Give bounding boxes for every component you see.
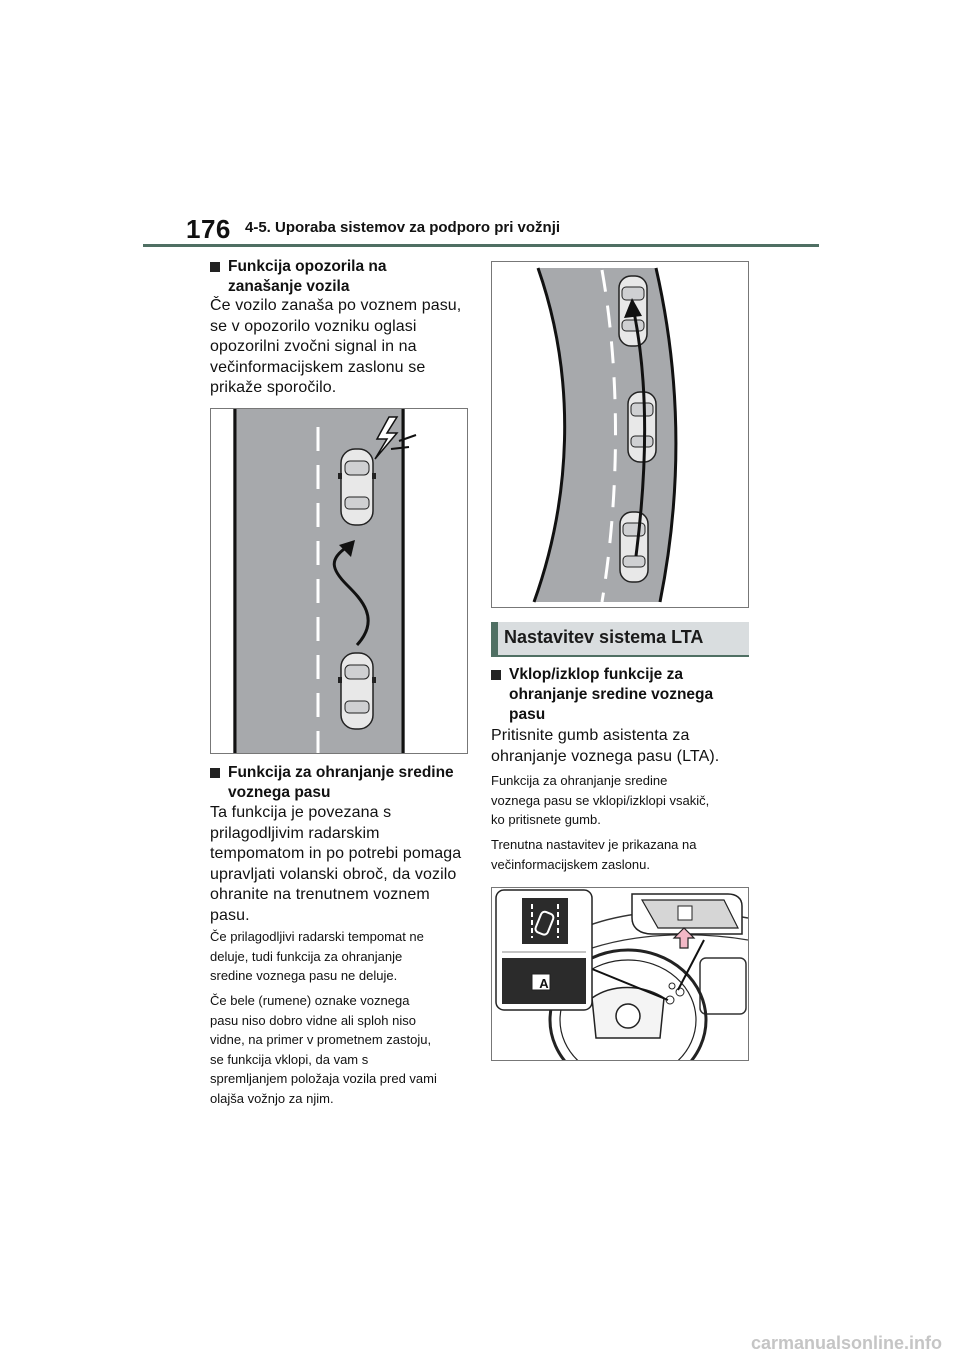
note-lane-markings: Če bele (rumene) oznake voznega pasu nis… [210, 991, 472, 1108]
lta-section-underline [491, 655, 749, 657]
text-line: Če bele (rumene) oznake voznega [210, 993, 410, 1008]
toggle-note-2: Trenutna nastavitev je prikazana na veči… [491, 835, 753, 874]
text-line: tempomatom in po potrebi pomaga [210, 845, 462, 862]
text-line: Pritisnite gumb asistenta za [491, 727, 690, 744]
header-rule [143, 244, 819, 247]
text-line: olajša vožnjo za njim. [210, 1090, 334, 1106]
callout-label-a: A [539, 976, 549, 991]
text-line: se funkcija vklopi, da vam s [210, 1051, 369, 1067]
lta-section-bar [491, 622, 498, 656]
lane-departure-figure [210, 408, 468, 754]
text-line: pasu. [210, 906, 250, 924]
note-acc: Če prilagodljivi radarski tempomat ne de… [210, 927, 472, 986]
text-line: voznega pasu se vklopi/izklopi vsakič, [491, 792, 710, 808]
text-line: spremljanjem položaja vozila pred vami [210, 1071, 437, 1086]
text-line: ko pritisnete gumb. [491, 812, 601, 827]
heading-square-icon [210, 262, 220, 272]
centering-heading-line2: voznega pasu [228, 784, 331, 801]
lta-section-background [491, 622, 749, 656]
text-line: sredine voznega pasu ne deluje. [210, 968, 398, 983]
warning-heading-line2: zanašanje vozila [228, 278, 350, 295]
toggle-note-1: Funkcija za ohranjanje sredine voznega p… [491, 771, 753, 830]
text-line: večinformacijskem zaslonu se [210, 358, 426, 376]
text-line: Ta funkcija je povezana s [210, 804, 392, 821]
toggle-heading: Vklop/izklop funkcije za ohranjanje sred… [491, 665, 753, 725]
text-line: deluje, tudi funkcija za ohranjanje [210, 948, 403, 964]
warning-heading: Funkcija opozorila na zanašanje vozila [210, 257, 470, 297]
toggle-body: Pritisnite gumb asistenta za ohranjanje … [491, 726, 753, 767]
text-line: upravljati volanski obroč, da vozilo [210, 865, 457, 883]
section-title: 4-5. Uporaba sistemov za podporo pri vož… [245, 219, 561, 236]
text-line: Če prilagodljivi radarski tempomat ne [210, 929, 424, 944]
text-line: vidne, na primer v prometnem zastoju, [210, 1032, 432, 1047]
text-line: večinformacijskem zaslonu. [491, 856, 650, 872]
text-line: pasu niso dobro vidne ali sploh niso [210, 1012, 416, 1028]
centering-body: Ta funkcija je povezana s prilagodljivim… [210, 803, 475, 926]
centering-heading: Funkcija za ohranjanje sredine voznega p… [210, 763, 472, 803]
watermark: carmanualsonline.info [750, 1333, 942, 1353]
page-number: 176 [186, 214, 231, 244]
heading-square-icon [491, 670, 501, 680]
text-line: Če vozilo zanaša po voznem pasu, [210, 297, 462, 314]
lane-centering-figure [491, 261, 749, 608]
text-line: se v opozorilo vozniku oglasi [210, 317, 417, 335]
text-line: Trenutna nastavitev je prikazana na [491, 837, 697, 852]
text-line: opozorilni zvočni signal in na [210, 338, 417, 355]
lta-section-title: Nastavitev sistema LTA [504, 627, 704, 647]
warning-body: Če vozilo zanaša po voznem pasu, se v op… [210, 296, 475, 399]
text-line: ohranite na trenutnem voznem [210, 886, 430, 903]
toggle-heading-line2: ohranjanje sredine voznega [509, 686, 714, 703]
text-line: Funkcija za ohranjanje sredine [491, 773, 668, 788]
centering-heading-line1: Funkcija za ohranjanje sredine [228, 764, 454, 781]
text-line: prilagodljivim radarskim [210, 824, 380, 842]
toggle-heading-line1: Vklop/izklop funkcije za [509, 666, 683, 683]
lta-button-figure: A [491, 887, 749, 1061]
heading-square-icon [210, 768, 220, 778]
warning-heading-line1: Funkcija opozorila na [228, 258, 387, 275]
text-line: ohranjanje voznega pasu (LTA). [491, 747, 720, 765]
text-line: prikaže sporočilo. [210, 379, 337, 396]
toggle-heading-line3: pasu [509, 706, 546, 723]
